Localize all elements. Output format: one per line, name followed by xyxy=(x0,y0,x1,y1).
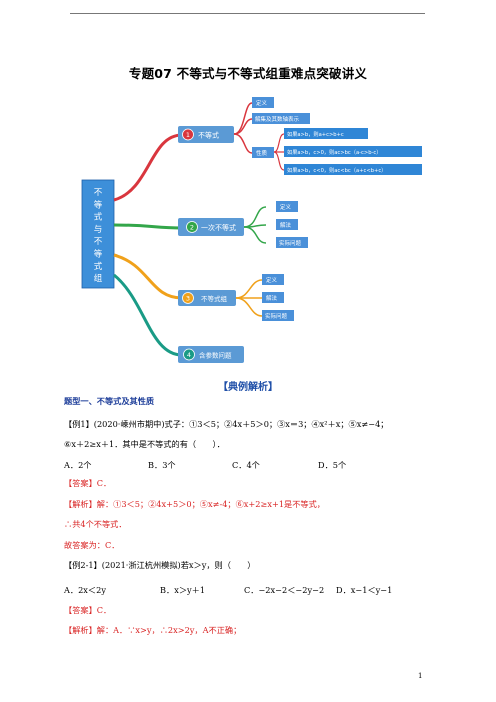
b3-leaf-1: 定义 xyxy=(266,276,278,284)
ex2-option-c: C．−2x−2＜−2y−2 xyxy=(244,585,325,595)
branch-label-2: 一次不等式 xyxy=(201,223,236,232)
b1-prop-2: 如果a>b，c>0，则ac>bc（a-c>b-c） xyxy=(287,148,381,156)
ex1-option-d: D．5个 xyxy=(318,460,347,470)
ex1-stem-text: 式子：①3＜5；②4x＋5＞0；③x＝3；④x²＋x；⑤x≠−4； xyxy=(164,419,389,429)
ex1-analysis: 【解析】解：①3＜5；②4x+5＞0；⑤x≠-4；⑥x+2≥x+1是不等式， xyxy=(64,499,325,510)
ex1-answer-label: 【答案】 xyxy=(64,478,97,488)
ex2-option-b: B．x＞y＋1 xyxy=(160,585,206,595)
b2-leaf-1: 定义 xyxy=(280,203,292,211)
section-heading: 【典例解析】 xyxy=(218,382,278,393)
ex1-option-a: A．2个 xyxy=(64,460,92,470)
ex1-option-b: B．3个 xyxy=(148,460,176,470)
branch-num-4: 4 xyxy=(187,351,191,359)
b1-prop-1: 如果a>b，则a+c>b+c xyxy=(287,130,344,138)
branch-label-3: 不等式组 xyxy=(201,294,228,303)
ex2-answer-value: C． xyxy=(96,605,112,615)
branch-label-4: 含参数问题 xyxy=(199,351,232,360)
mindmap-root-box xyxy=(81,179,115,289)
ex2-answer: 【答案】C． xyxy=(64,605,111,616)
b2-leaf-3: 实际问题 xyxy=(279,239,302,247)
b3-leaf-3: 实际问题 xyxy=(265,312,288,320)
mindmap-root-char: 不 xyxy=(94,237,103,247)
ex2-option-d: D．x−1＜y−1 xyxy=(336,585,393,595)
ex2-analysis: 【解析】解：A．∵x>y，∴2x>2y，A不正确； xyxy=(64,625,241,636)
mindmap-root-char: 等 xyxy=(94,249,103,260)
b1-leaf-3: 性质 xyxy=(256,149,268,157)
ex2-label: 【例2-1】 xyxy=(64,560,102,570)
ex1-analysis-text: 解：①3＜5；②4x+5＞0；⑤x≠-4；⑥x+2≥x+1是不等式， xyxy=(96,499,325,509)
mindmap-root-char: 式 xyxy=(94,261,103,272)
mindmap-root-char: 不 xyxy=(94,188,103,198)
ex1-answer-value: C． xyxy=(96,478,112,488)
b1-leaf-1: 定义 xyxy=(256,99,268,107)
ex1-stem: 【例1】(2020·嵊州市期中)式子：①3＜5；②4x＋5＞0；③x＝3；④x²… xyxy=(64,419,388,430)
ex1-answer: 【答案】C． xyxy=(64,478,111,489)
branch-num-3: 3 xyxy=(186,295,190,303)
page-title: 专题07 不等式与不等式组重难点突破讲义 xyxy=(128,66,368,81)
page-number: 1 xyxy=(418,672,423,680)
ex1-final: 故答案为：C． xyxy=(64,540,120,550)
ex1-option-c: C．4个 xyxy=(232,460,260,470)
mind-map: 不等式与不等式组 1 不等式 定义 解集及其数轴表示 性质 如果a>b，则a+c… xyxy=(81,97,422,363)
mindmap-root-char: 与 xyxy=(94,225,103,235)
ex2-stem: 【例2-1】(2021·浙江杭州模拟)若x＞y，则（ ） xyxy=(64,560,255,571)
b1-prop-3: 如果a>b，c<0，则ac<bc（a+c<b+c） xyxy=(287,166,386,174)
ex1-analysis-label: 【解析】 xyxy=(64,499,97,509)
b2-leaf-2: 解法 xyxy=(280,221,292,229)
ex2-stem-text: 若x＞y，则（ ） xyxy=(180,560,256,570)
ex2-option-a: A．2x＜2y xyxy=(64,585,106,595)
ex1-source: (2020·嵊州市期中) xyxy=(93,419,165,429)
header-rule xyxy=(70,13,425,14)
branch-num-2: 2 xyxy=(190,224,194,232)
ex1-stem-line2: ⑥x＋2≥x＋1．其中是不等式的有（ ）． xyxy=(64,439,225,449)
ex2-analysis-text: 解：A．∵x>y，∴2x>2y，A不正确； xyxy=(96,625,242,635)
b1-leaf-2: 解集及其数轴表示 xyxy=(255,115,300,123)
ex2-analysis-label: 【解析】 xyxy=(64,625,97,635)
ex1-conclusion: ∴共4个不等式． xyxy=(64,519,127,529)
ex2-answer-label: 【答案】 xyxy=(64,605,97,615)
ex2-source: (2021·浙江杭州模拟) xyxy=(101,560,181,570)
mindmap-root-char: 式 xyxy=(94,212,103,223)
branch-num-1: 1 xyxy=(186,131,190,139)
branch-label-1: 不等式 xyxy=(198,131,219,140)
mindmap-root-char: 组 xyxy=(94,273,103,284)
type-heading: 题型一、不等式及其性质 xyxy=(64,396,155,406)
mindmap-root-char: 等 xyxy=(94,199,103,210)
b3-leaf-2: 解法 xyxy=(266,294,278,302)
ex1-label: 【例1】 xyxy=(64,419,94,429)
